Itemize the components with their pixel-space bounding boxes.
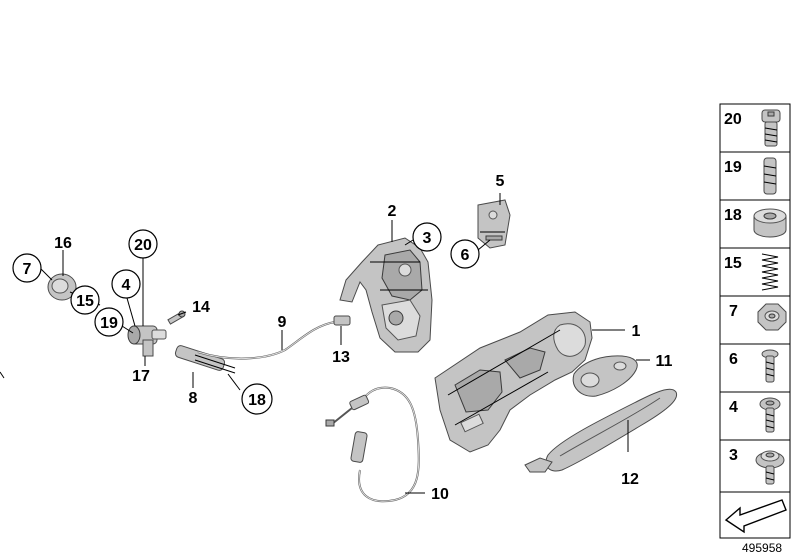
sidebar-cell-6 [719, 343, 791, 393]
callout-15: 15 [70, 285, 100, 315]
callout-6: 6 [450, 239, 480, 269]
callout-16-label: 16 [54, 235, 72, 252]
reference-number: 495958 [742, 541, 782, 555]
cap-screw-icon [761, 109, 781, 147]
callout-9: 9 [278, 314, 287, 331]
hex-nut-icon [757, 303, 787, 331]
sidebar-label-7: 7 [729, 303, 738, 320]
callout-7-label: 7 [23, 261, 32, 278]
callout-4: 4 [111, 269, 141, 299]
set-screw-icon [763, 157, 777, 195]
callout-15-label: 15 [76, 293, 94, 310]
sidebar-label-3: 3 [729, 447, 738, 464]
callout-19: 19 [94, 307, 124, 337]
bowden-cable-9 [197, 315, 351, 360]
washer-head-screw-icon [755, 450, 785, 485]
callout-7: 7 [12, 253, 42, 283]
callout-11: 11 [656, 353, 673, 370]
callout-17: 17 [132, 368, 150, 385]
callout-10-label: 10 [431, 486, 449, 503]
gasket-part-11 [572, 355, 638, 397]
callout-13: 13 [332, 349, 350, 366]
sidebar-cell-4 [719, 391, 791, 441]
callout-3-label: 3 [423, 230, 432, 247]
lock-cylinder-part [127, 325, 167, 357]
flange-screw-icon [759, 397, 781, 433]
callout-18: 18 [241, 383, 273, 415]
callout-4-label: 4 [122, 277, 131, 294]
bushing-icon [753, 208, 787, 238]
callout-8-label: 8 [189, 390, 198, 407]
callout-14-label: 14 [192, 299, 210, 316]
sidebar-cell-3 [719, 439, 791, 493]
callout-20-label: 20 [134, 237, 152, 254]
callout-3: 3 [412, 222, 442, 252]
sidebar-label-15: 15 [724, 255, 742, 272]
outer-door-handle-part [524, 388, 678, 473]
screw-14-part [167, 310, 186, 325]
callout-5-label: 5 [496, 173, 505, 190]
cap-disc-part [47, 273, 77, 301]
callout-12: 12 [621, 471, 639, 488]
callout-16: 16 [54, 235, 72, 252]
callout-17-label: 17 [132, 368, 150, 385]
callout-14: 14 [192, 299, 210, 316]
door-lock-part [339, 237, 433, 353]
handle-carrier-part [434, 311, 593, 453]
callout-11-label: 11 [656, 353, 673, 370]
callout-18-label: 18 [248, 392, 266, 409]
sidebar-label-6: 6 [729, 351, 738, 368]
callout-8: 8 [189, 390, 198, 407]
callout-1-label: 1 [632, 323, 641, 340]
callout-6-label: 6 [461, 247, 470, 264]
sidebar-label-19: 19 [724, 159, 742, 176]
bowden-cable-10 [325, 386, 420, 503]
spring-icon [761, 253, 779, 291]
sidebar-cell-19 [719, 151, 791, 201]
callout-12-label: 12 [621, 471, 639, 488]
sidebar-label-20: 20 [724, 111, 742, 128]
bracket-part-5 [477, 199, 511, 249]
edge-tick [0, 371, 5, 379]
callout-1: 1 [632, 323, 641, 340]
sidebar-label-18: 18 [724, 207, 742, 224]
parts-sidebar: 20 19 18 15 7 6 4 3 [719, 103, 791, 539]
sidebar-cell-15 [719, 247, 791, 297]
torx-screw-icon [761, 349, 779, 383]
callout-2-label: 2 [388, 203, 397, 220]
callout-13-label: 13 [332, 349, 350, 366]
callout-2: 2 [388, 203, 397, 220]
direction-arrow-icon [724, 499, 787, 534]
callout-19-label: 19 [100, 315, 118, 332]
callout-20: 20 [128, 229, 158, 259]
sidebar-label-4: 4 [729, 399, 738, 416]
callout-5: 5 [496, 173, 505, 190]
callout-10: 10 [431, 486, 449, 503]
callout-9-label: 9 [278, 314, 287, 331]
